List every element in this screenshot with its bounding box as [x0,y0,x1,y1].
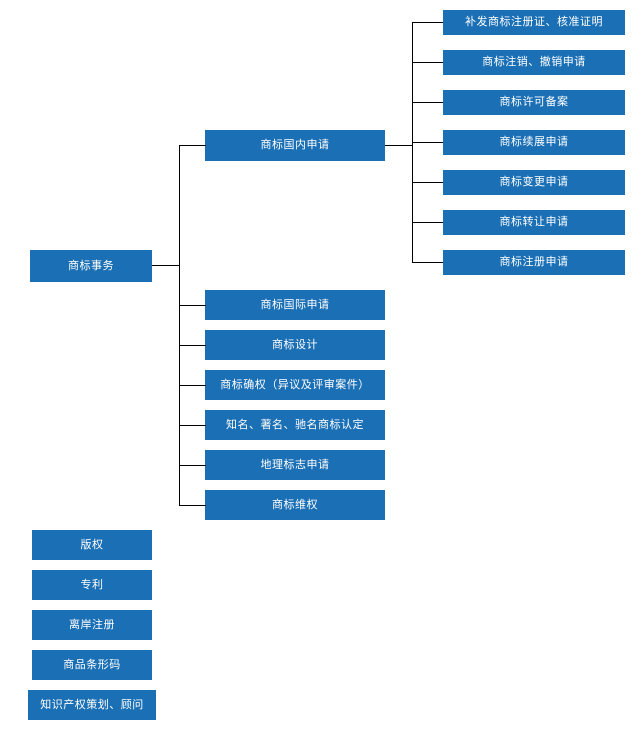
node-level3-5[interactable]: 商标变更申请 [443,170,625,195]
node-label: 地理标志申请 [260,457,330,471]
node-level2-international-application[interactable]: 商标国际申请 [205,290,385,320]
node-label: 商标续展申请 [499,135,569,149]
node-level2-geographical-indication[interactable]: 地理标志申请 [205,450,385,480]
connector-level3-stub-6 [412,222,443,223]
node-level2-domestic-application[interactable]: 商标国内申请 [205,130,385,161]
node-level3-6[interactable]: 商标转让申请 [443,210,625,235]
node-label: 商标事务 [68,258,114,272]
connector-level2-stub-5 [179,425,206,426]
connector-level3-stub-3 [412,102,443,103]
connector-level2-stub-3 [179,345,206,346]
node-level3-2[interactable]: 商标注销、撤销申请 [443,50,625,75]
node-level3-3[interactable]: 商标许可备案 [443,90,625,115]
connector-level2-stub-1 [179,145,206,146]
node-label: 版权 [80,537,104,551]
node-label: 商标变更申请 [499,175,569,189]
node-label: 商标转让申请 [499,215,569,229]
connector-level2-stub-4 [179,385,206,386]
node-level3-1[interactable]: 补发商标注册证、核准证明 [443,10,625,35]
node-label: 商标国际申请 [260,297,330,311]
node-level2-rights-protection[interactable]: 商标维权 [205,490,385,520]
node-standalone-patent[interactable]: 专利 [32,570,152,600]
node-standalone-copyright[interactable]: 版权 [32,530,152,560]
connector-level3-stub-4 [412,142,443,143]
node-label: 商标确权（异议及评审案件） [220,377,370,391]
connector-domestic-to-level3 [385,145,413,146]
node-level3-4[interactable]: 商标续展申请 [443,130,625,155]
connector-level3-stub-7 [412,262,443,263]
node-standalone-offshore-registration[interactable]: 离岸注册 [32,610,152,640]
node-standalone-barcode[interactable]: 商品条形码 [32,650,152,680]
node-label: 知识产权策划、顾问 [40,697,144,711]
node-label: 商标注册申请 [499,255,569,269]
node-label: 补发商标注册证、核准证明 [465,15,603,29]
connector-level3-stub-2 [412,62,443,63]
connector-level3-stub-1 [412,22,443,23]
node-label: 商标维权 [272,497,318,511]
node-label: 离岸注册 [69,617,115,631]
node-label: 商标国内申请 [260,138,330,152]
connector-level2-stub-7 [179,505,206,506]
node-level2-rights-confirmation[interactable]: 商标确权（异议及评审案件） [205,370,385,400]
node-level2-well-known-recognition[interactable]: 知名、著名、驰名商标认定 [205,410,385,440]
node-level3-7[interactable]: 商标注册申请 [443,250,625,275]
node-label: 商标注销、撤销申请 [482,55,586,69]
connector-level3-stub-5 [412,182,443,183]
connector-level2-spine [179,145,180,505]
connector-root-to-level2 [152,265,180,266]
node-level2-trademark-design[interactable]: 商标设计 [205,330,385,360]
connector-level2-stub-2 [179,305,206,306]
node-label: 专利 [80,577,104,591]
connector-level2-stub-6 [179,465,206,466]
node-label: 商标设计 [272,337,318,351]
node-root-trademark-affairs[interactable]: 商标事务 [30,250,152,282]
node-label: 商品条形码 [63,657,121,671]
node-standalone-ip-consulting[interactable]: 知识产权策划、顾问 [28,690,156,720]
node-label: 商标许可备案 [499,95,569,109]
node-label: 知名、著名、驰名商标认定 [226,417,364,431]
